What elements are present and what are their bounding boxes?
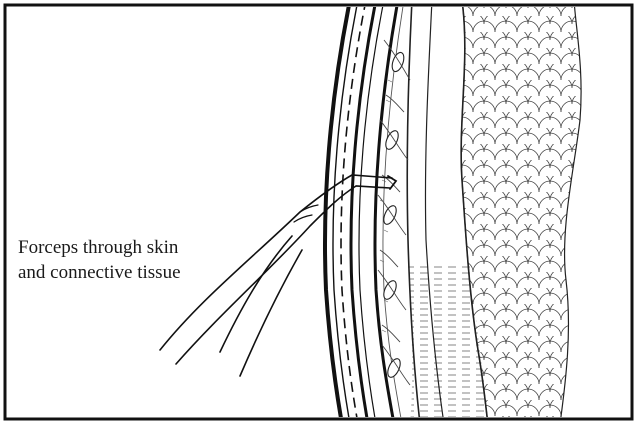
label-line-2: and connective tissue	[18, 262, 181, 283]
label-line-1: Forceps through skin	[18, 237, 179, 258]
